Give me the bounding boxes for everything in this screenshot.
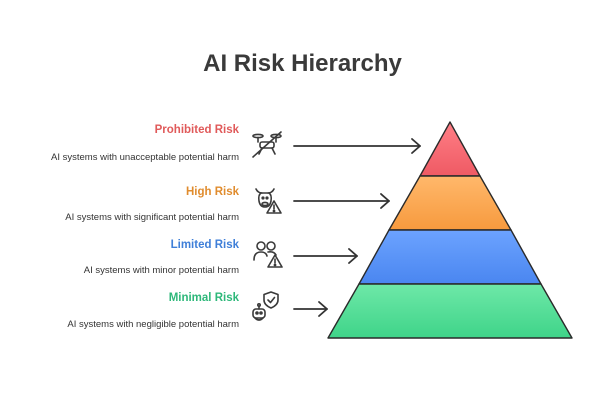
- tier-description-limited: AI systems with minor potential harm: [83, 265, 239, 276]
- pyramid-tier-minimal: [327, 283, 573, 339]
- arrow-minimal: [293, 301, 328, 317]
- pyramid-tier-high: [388, 175, 512, 231]
- arrow-prohibited: [293, 138, 421, 154]
- robot-shield-icon: [250, 290, 284, 326]
- tier-description-high: AI systems with significant potential ha…: [65, 212, 239, 223]
- pyramid-tier-limited: [358, 229, 542, 285]
- tier-description-minimal: AI systems with negligible potential har…: [67, 319, 239, 330]
- arrow-high: [293, 193, 390, 209]
- tier-label-limited: Limited Risk: [170, 239, 239, 251]
- tier-label-minimal: Minimal Risk: [168, 292, 239, 304]
- pyramid-tier-prohibited: [419, 121, 481, 177]
- tier-label-prohibited: Prohibited Risk: [154, 124, 239, 136]
- crossed-out-drone-icon: [250, 130, 284, 160]
- tier-description-prohibited: AI systems with unacceptable potential h…: [51, 152, 239, 163]
- tier-label-high: High Risk: [185, 186, 239, 198]
- cow-warning-icon: [252, 185, 284, 217]
- users-warning-icon: [252, 238, 284, 270]
- arrow-limited: [293, 248, 358, 264]
- page-title: AI Risk Hierarchy: [203, 50, 402, 77]
